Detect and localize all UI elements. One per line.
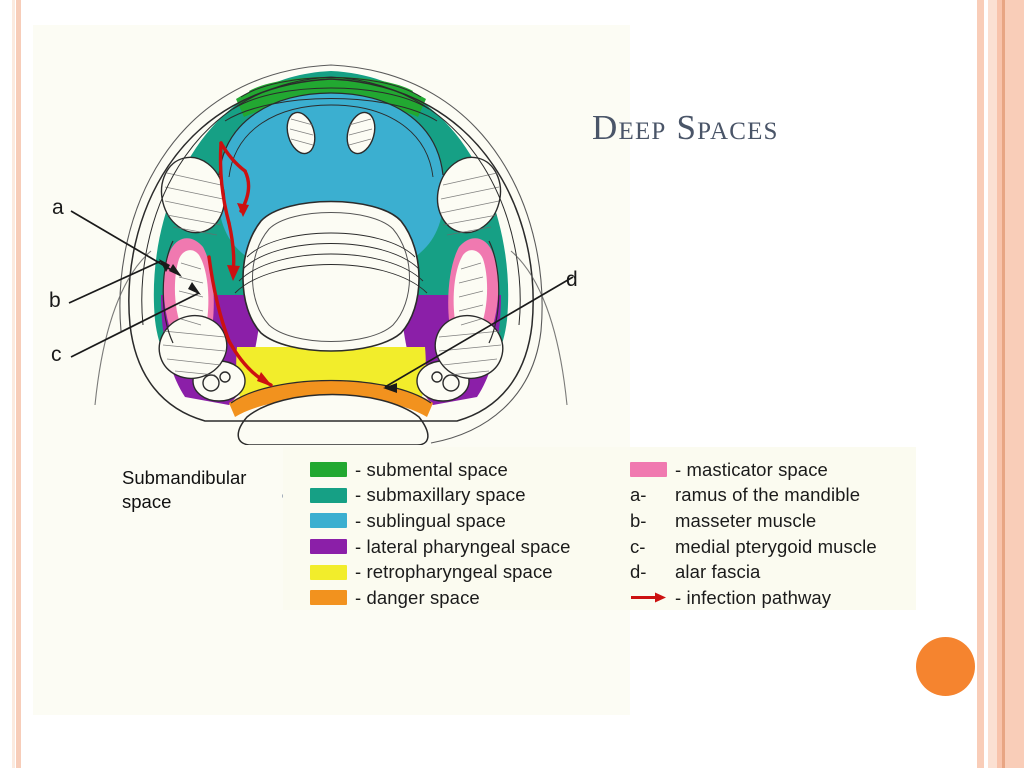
legend-label: - submaxillary space [355,484,526,506]
infection-pathway-arrow-icon [630,590,667,605]
legend-label: ramus of the mandible [675,484,861,506]
legend-label: - infection pathway [675,586,832,608]
swatch-sublingual-space [310,513,347,529]
legend-item: b- masseter muscle [630,508,877,534]
legend-item: - sublingual space [310,508,570,534]
legend-item: - lateral pharyngeal space [310,534,570,560]
legend-item: a- ramus of the mandible [630,483,877,509]
legend-item: d- alar fascia [630,559,877,585]
legend-label: masseter muscle [675,509,817,531]
swatch-submaxillary-space [310,487,347,503]
airway-lumen [242,200,420,352]
fascial-outlines [128,76,534,422]
legend-label: - sublingual space [355,509,506,531]
vertebral-body-outline [237,393,429,445]
anatomy-label-c: c [51,343,62,366]
legend-label: - masticator space [675,458,828,480]
anatomy-label-a: a [52,196,64,219]
right-stripe-3 [997,0,1002,768]
left-edge-stripe-inner [12,0,15,768]
legend-item: - danger space [310,585,570,611]
legend-column-right: - masticator space a- ramus of the mandi… [630,457,877,611]
legend-key-c: c- [630,535,646,557]
swatch-lateral-pharyngeal-space [310,539,347,555]
swatch-submental-space [310,462,347,478]
legend-label: alar fascia [675,561,761,583]
anatomy-cross-section-figure [68,64,574,445]
leader-line-d [384,276,574,388]
legend-item: - submaxillary space [310,483,570,509]
swatch-masticator-space [630,462,667,478]
left-edge-stripe [16,0,21,768]
right-stripe-2 [988,0,997,768]
leader-lines [68,210,574,388]
page-title: Deep Spaces [592,108,779,147]
legend-label: - retropharyngeal space [355,561,553,583]
submandibular-label-line1: Submandibular [122,467,247,488]
legend-column-left: - submental space - submaxillary space -… [310,457,570,611]
anatomy-label-d: d [566,268,578,291]
leader-line-a [70,210,181,276]
legend-label: medial pterygoid muscle [675,535,877,557]
swatch-retropharyngeal-space [310,564,347,580]
legend-item: - infection pathway [630,585,877,611]
legend-item: - masticator space [630,457,877,483]
region-danger-space [229,380,433,417]
skin-contour [94,64,568,444]
leader-line-b [68,260,162,304]
legend-panel: - submental space - submaxillary space -… [283,447,916,610]
leader-arrowheads [159,259,397,393]
anatomy-label-b: b [49,289,61,312]
legend-item: - submental space [310,457,570,483]
legend-key-a: a- [630,484,647,506]
orange-circle-decoration [916,637,975,696]
hatch-texture [162,118,502,376]
leader-line-c [70,292,200,358]
legend-label: - danger space [355,586,480,608]
legend-label: - lateral pharyngeal space [355,535,571,557]
legend-key-d: d- [630,561,647,583]
legend-item: c- medial pterygoid muscle [630,534,877,560]
right-stripe-1 [977,0,984,768]
hatched-muscle-masses [158,111,504,379]
legend-label: - submental space [355,458,508,480]
legend-key-b: b- [630,509,647,531]
submandibular-space-callout: Submandibular space [122,466,282,513]
infection-arrowheads [227,203,273,387]
legend-item: - retropharyngeal space [310,559,570,585]
right-stripe-4 [1002,0,1005,768]
submandibular-label-line2: space [122,490,172,512]
swatch-danger-space [310,590,347,606]
right-stripe-5 [1005,0,1024,768]
